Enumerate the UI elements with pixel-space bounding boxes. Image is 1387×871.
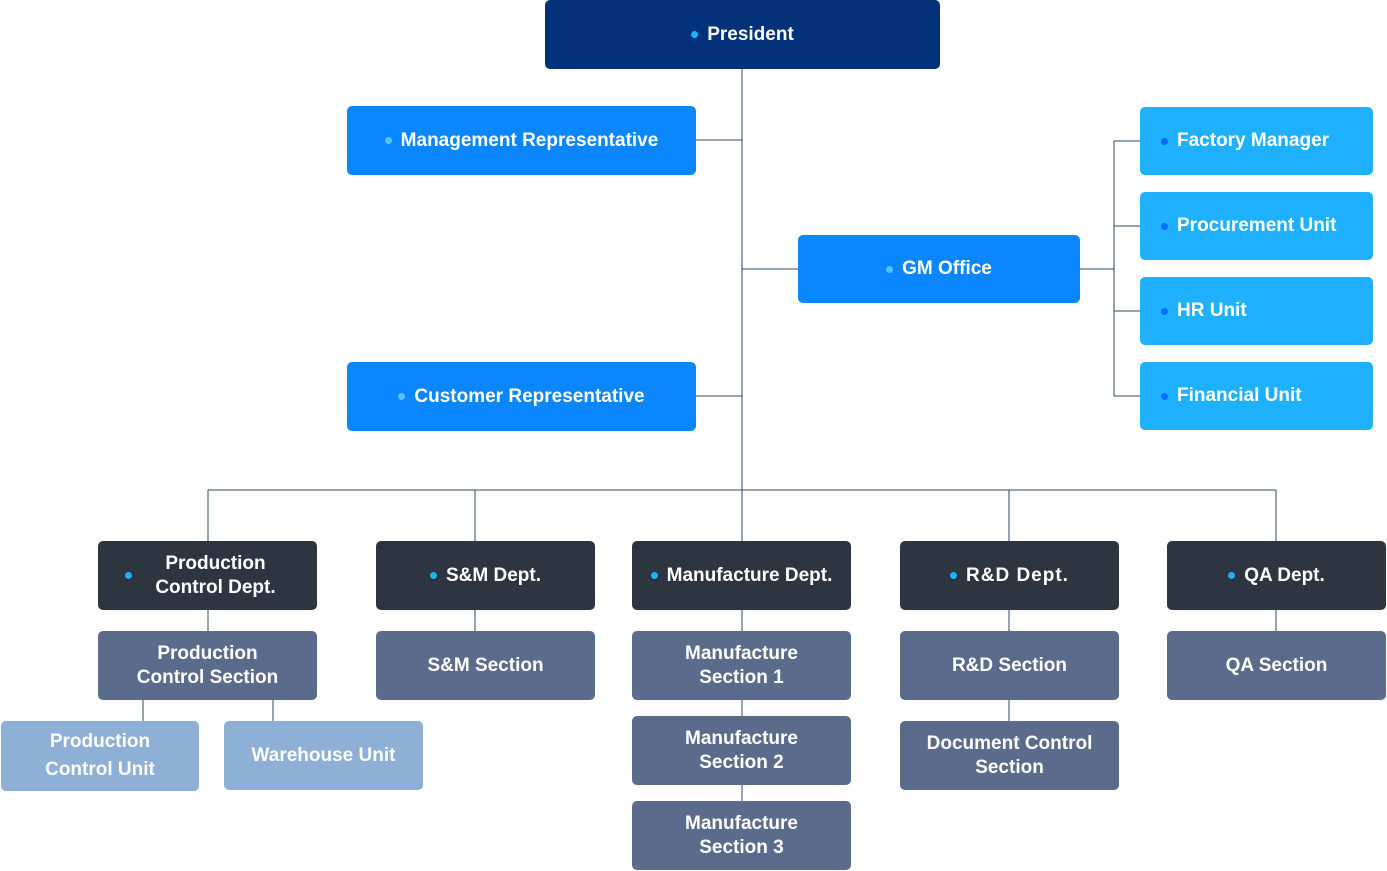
gm-unit-label: HR Unit (1177, 300, 1247, 321)
dept-label: R&D Dept. (966, 564, 1069, 586)
section-label: S&M Section (427, 654, 544, 676)
section-label: Manufacture Section 2 (685, 727, 798, 773)
bullet-dot-icon (1161, 392, 1168, 400)
gm-unit-label: Factory Manager (1177, 130, 1330, 151)
gm-unit-financial[interactable]: Financial Unit (1140, 362, 1373, 430)
bullet-dot-icon (1161, 222, 1168, 230)
gm-unit-factory-manager[interactable]: Factory Manager (1140, 107, 1373, 175)
dept-label: QA Dept. (1244, 564, 1325, 586)
dept-production-control[interactable]: Production Control Dept. (98, 541, 317, 610)
management-representative-label: Management Representative (400, 129, 659, 151)
customer-representative-box[interactable]: Customer Representative (347, 362, 696, 431)
bullet-dot-icon (1228, 572, 1236, 579)
management-representative-box[interactable]: Management Representative (347, 106, 696, 175)
unit-production-control[interactable]: Production Control Unit (1, 721, 199, 791)
gm-unit-label: Financial Unit (1177, 385, 1302, 406)
section-manufacture-1[interactable]: Manufacture Section 1 (632, 631, 851, 700)
gm-office-label: GM Office (902, 258, 992, 279)
section-manufacture-3[interactable]: Manufacture Section 3 (632, 801, 851, 870)
section-sm[interactable]: S&M Section (376, 631, 595, 700)
dept-rd[interactable]: R&D Dept. (900, 541, 1119, 610)
section-document-control[interactable]: Document Control Section (900, 721, 1119, 790)
section-label: Manufacture Section 3 (685, 812, 798, 858)
bullet-dot-icon (1161, 307, 1168, 315)
gm-unit-label: Procurement Unit (1177, 215, 1337, 236)
president-label: President (707, 23, 794, 45)
dept-manufacture[interactable]: Manufacture Dept. (632, 541, 851, 610)
bullet-dot-icon (430, 572, 437, 579)
gm-office-box[interactable]: GM Office (798, 235, 1080, 303)
section-production-control[interactable]: Production Control Section (98, 631, 317, 700)
bullet-dot-icon (886, 265, 894, 273)
unit-label: Warehouse Unit (251, 744, 396, 766)
customer-representative-label: Customer Representative (414, 385, 645, 407)
section-label: QA Section (1225, 654, 1328, 676)
section-manufacture-2[interactable]: Manufacture Section 2 (632, 716, 851, 785)
dept-label: Production Control Dept. (155, 552, 276, 598)
unit-warehouse[interactable]: Warehouse Unit (224, 721, 423, 790)
gm-unit-hr[interactable]: HR Unit (1140, 277, 1373, 345)
bullet-dot-icon (124, 572, 132, 579)
dept-qa[interactable]: QA Dept. (1167, 541, 1386, 610)
dept-sm[interactable]: S&M Dept. (376, 541, 595, 610)
president-box[interactable]: President (545, 0, 940, 69)
gm-unit-procurement[interactable]: Procurement Unit (1140, 192, 1373, 260)
bullet-dot-icon (650, 572, 658, 579)
bullet-dot-icon (691, 31, 699, 38)
section-label: Document Control Section (926, 732, 1093, 778)
section-label: R&D Section (951, 654, 1068, 676)
bullet-dot-icon (384, 137, 392, 144)
bullet-dot-icon (1161, 137, 1168, 145)
dept-label: S&M Dept. (446, 564, 541, 586)
unit-label: Production Control Unit (45, 731, 155, 780)
section-label: Production Control Section (136, 642, 279, 688)
bullet-dot-icon (950, 572, 958, 579)
section-label: Manufacture Section 1 (685, 642, 798, 688)
bullet-dot-icon (398, 393, 406, 400)
section-qa[interactable]: QA Section (1167, 631, 1386, 700)
dept-label: Manufacture Dept. (666, 564, 833, 586)
section-rd[interactable]: R&D Section (900, 631, 1119, 700)
